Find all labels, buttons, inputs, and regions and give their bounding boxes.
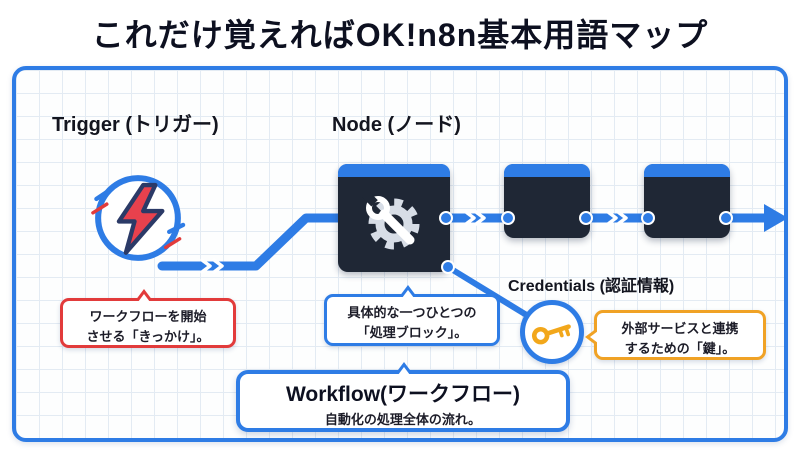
gear-wrench-icon [362,192,420,250]
trigger-callout: ワークフローを開始 させる「きっかけ」。 [60,289,236,348]
trigger-callout-line1: ワークフローを開始 [89,309,207,324]
diagram-panel: Trigger (トリガー) Node (ノード) Credentials (認… [12,66,788,442]
trigger-callout-line2: させる「きっかけ」。 [86,328,210,344]
page-title: これだけ覚えればOK!n8n基本用語マップ [91,17,709,53]
credentials-callout-line1: 外部サービスと連携 [621,321,739,336]
node-label: Node (ノード) [332,114,461,136]
workflow-box: Workflow(ワークフロー) 自動化の処理全体の流れ。 [236,362,570,432]
node-callout-line2: 「処理ブロック」。 [356,324,468,340]
node-box-3-header [644,164,730,177]
credentials-callout-line2: するための「鍵」。 [624,340,736,356]
node-box-1-header [338,164,450,177]
key-icon [520,300,584,364]
node-callout-pointer [399,285,417,298]
node-callout: 具体的な一つひとつの 「処理ブロック」。 [324,285,500,346]
trigger-icon [86,166,190,270]
credentials-callout: 外部サービスと連携 するための「鍵」。 [585,310,766,360]
lightning-bolt-icon [91,175,186,261]
node-box-2 [504,164,590,238]
workflow-title: Workflow(ワークフロー) [285,383,521,406]
node-box-1 [338,164,450,272]
workflow-pointer [395,362,413,375]
node-box-2-header [504,164,590,177]
workflow-description: 自動化の処理全体の流れ。 [324,412,482,427]
credentials-callout-pointer [585,328,598,346]
node-callout-line1: 具体的な一つひとつの [347,305,477,320]
trigger-callout-pointer [135,289,153,302]
credentials-label: Credentials (認証情報) [508,278,675,295]
trigger-label: Trigger (トリガー) [52,114,219,136]
node-box-3 [644,164,730,238]
